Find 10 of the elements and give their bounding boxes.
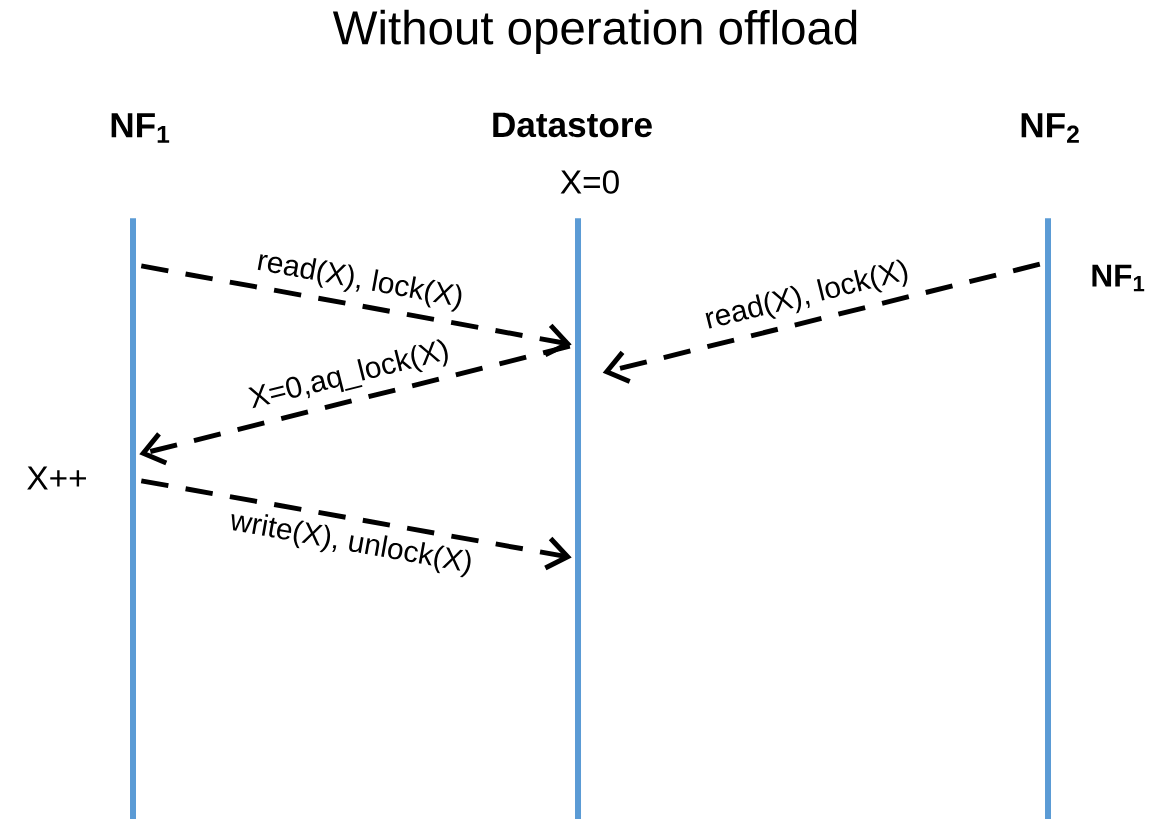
state-label: X=0 (560, 170, 619, 194)
edge-label: read(X), lock(X) (705, 259, 908, 329)
edge-label: read(X), lock(X) (257, 254, 462, 312)
lifeline-note: NF$_{1}$ (1092, 264, 1145, 292)
lifeline-heading: NF$_{1}$ (111, 113, 170, 143)
lifeline-heading: Datastore (493, 112, 652, 138)
lifeline-heading: NF$_{2}$ (1021, 113, 1079, 143)
edge-label: write(X), unlock(X) (231, 513, 471, 578)
state-label: X++ (27, 466, 86, 490)
title: Without operation offload (332, 9, 857, 55)
